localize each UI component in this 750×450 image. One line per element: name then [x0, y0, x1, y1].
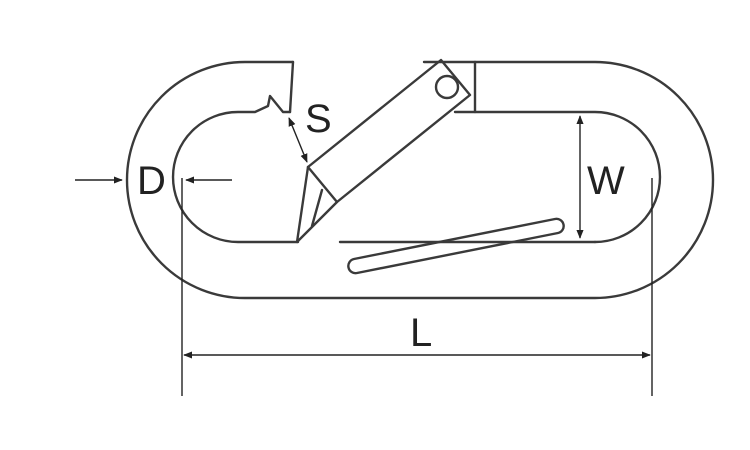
- carabiner-outer-outline: [125, 60, 715, 300]
- dim-l-label: L: [410, 311, 432, 355]
- gate-nose-detail: [310, 188, 324, 228]
- dim-d-label: D: [137, 159, 166, 203]
- gate-nose: [295, 165, 339, 244]
- gate-hinge-housing: [422, 60, 477, 114]
- dim-w-label: W: [587, 159, 625, 203]
- carabiner-inner-outline: [171, 94, 300, 244]
- gate-arm: [306, 58, 472, 204]
- gate-hinge-pin: [434, 74, 460, 100]
- hook-tip-edge: [288, 60, 295, 114]
- dim-s-arrow: [288, 117, 308, 163]
- carabiner-inner-right-arc: [473, 110, 662, 244]
- spring-bar: [347, 217, 565, 275]
- dim-s-label: S: [305, 97, 332, 141]
